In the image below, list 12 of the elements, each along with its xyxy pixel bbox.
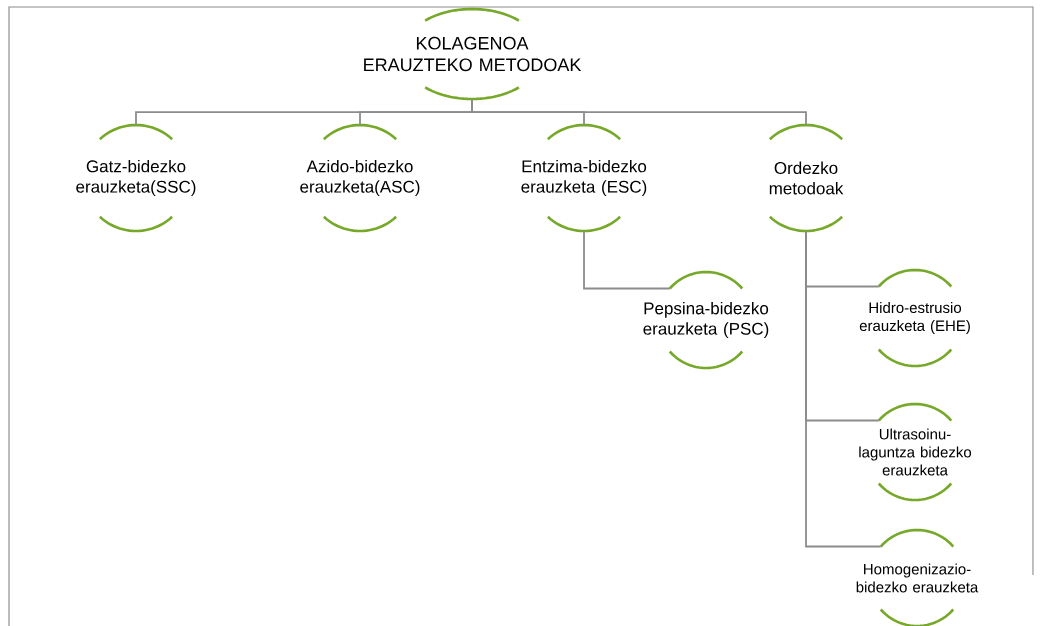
method-node: Gatz-bidezko erauzketa(SSC) bbox=[76, 123, 196, 233]
connector-line bbox=[583, 230, 671, 290]
method-node: Hidro-estrusio erauzketa (EHE) bbox=[859, 268, 970, 368]
method-node: Homogenizazio- bidezko erauzketa bbox=[856, 528, 979, 626]
method-node: Ultrasoinu- laguntza bidezko erauzketa bbox=[859, 402, 972, 502]
method-node: Azido-bidezko erauzketa(ASC) bbox=[300, 123, 420, 233]
method-node: Pepsina-bidezko erauzketa (PSC) bbox=[643, 270, 769, 370]
connector-line bbox=[471, 98, 807, 126]
method-node: Ordezko metodoak bbox=[769, 123, 844, 233]
method-node: KOLAGENOA ERAUZTEKO METODOAK bbox=[364, 7, 582, 101]
method-node: Entzima-bidezko erauzketa (ESC) bbox=[521, 123, 647, 233]
connector-line bbox=[805, 230, 882, 548]
